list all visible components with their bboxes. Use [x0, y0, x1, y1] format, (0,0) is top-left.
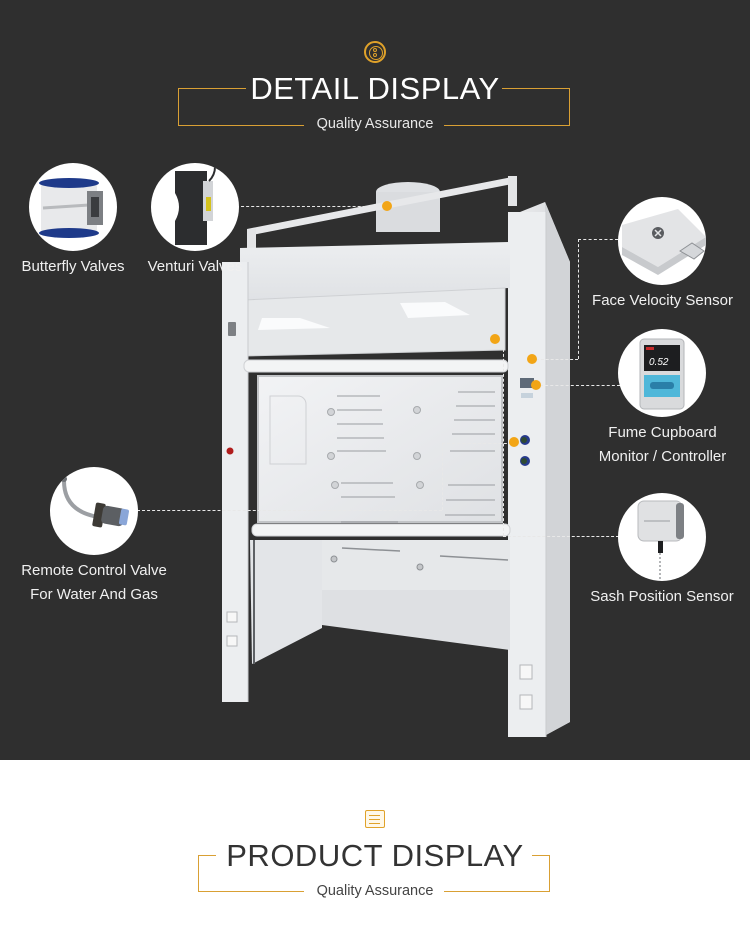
detail-title: DETAIL DISPLAY [250, 71, 500, 106]
monitor-controller-thumbnail: 0.52 [618, 329, 706, 417]
leader-remote-valve-h2 [442, 443, 512, 444]
venturi-valves-label: Venturi Valves [147, 258, 243, 275]
remote-valve-label-line2: For Water And Gas [30, 586, 158, 603]
hotspot-venturi[interactable] [382, 201, 392, 211]
sash-position-sensor-thumbnail [618, 493, 706, 581]
leader-face-velocity-h1 [578, 239, 618, 240]
remote-control-valve-thumbnail [50, 467, 138, 555]
monitor-screen-value: 0.52 [649, 357, 669, 368]
face-velocity-sensor-label: Face Velocity Sensor [592, 292, 733, 309]
butterfly-valve-icon [39, 178, 103, 238]
hotspot-sash[interactable] [490, 334, 500, 344]
monitor-label-line1: Fume Cupboard [608, 424, 717, 441]
fume-hood-image [222, 176, 570, 737]
leader-sash-h [503, 536, 619, 537]
product-title: PRODUCT DISPLAY [226, 838, 524, 873]
monitor-label-line2: Monitor / Controller [598, 448, 727, 465]
product-heading-frame [198, 852, 550, 894]
leader-remote-valve-v [442, 443, 443, 510]
product-display-section: PRODUCT DISPLAY Quality Assurance [0, 760, 750, 930]
leader-remote-valve-h1 [137, 510, 442, 511]
leader-sash-v [503, 339, 504, 536]
butterfly-valves-label: Butterfly Valves [21, 258, 125, 275]
detail-display-section: DETAIL DISPLAY Quality Assurance [0, 0, 750, 760]
list-badge-icon [365, 810, 385, 828]
leader-venturi [236, 206, 386, 207]
venturi-valve-thumbnail [151, 163, 239, 251]
monitor-controller-icon: 0.52 [639, 338, 685, 410]
leader-monitor [540, 385, 620, 386]
hotspot-remote-valve[interactable] [509, 437, 519, 447]
leader-face-velocity-v [578, 239, 579, 359]
hotspot-monitor[interactable] [531, 380, 541, 390]
venturi-valve-icon [175, 166, 216, 245]
circle-badge-icon [364, 41, 386, 63]
remote-valve-label-line1: Remote Control Valve [21, 562, 167, 579]
leader-face-velocity-h2 [536, 359, 578, 360]
product-subtitle: Quality Assurance [316, 883, 434, 899]
detail-subtitle: Quality Assurance [316, 116, 434, 132]
hotspot-face-velocity[interactable] [527, 354, 537, 364]
sash-position-sensor-icon [637, 500, 684, 581]
face-velocity-sensor-icon [622, 209, 706, 275]
butterfly-valve-thumbnail [29, 163, 117, 251]
remote-control-valve-icon [61, 476, 130, 528]
face-velocity-sensor-thumbnail [618, 197, 706, 285]
sash-position-sensor-label: Sash Position Sensor [590, 588, 734, 605]
detail-heading-frame [178, 85, 570, 128]
